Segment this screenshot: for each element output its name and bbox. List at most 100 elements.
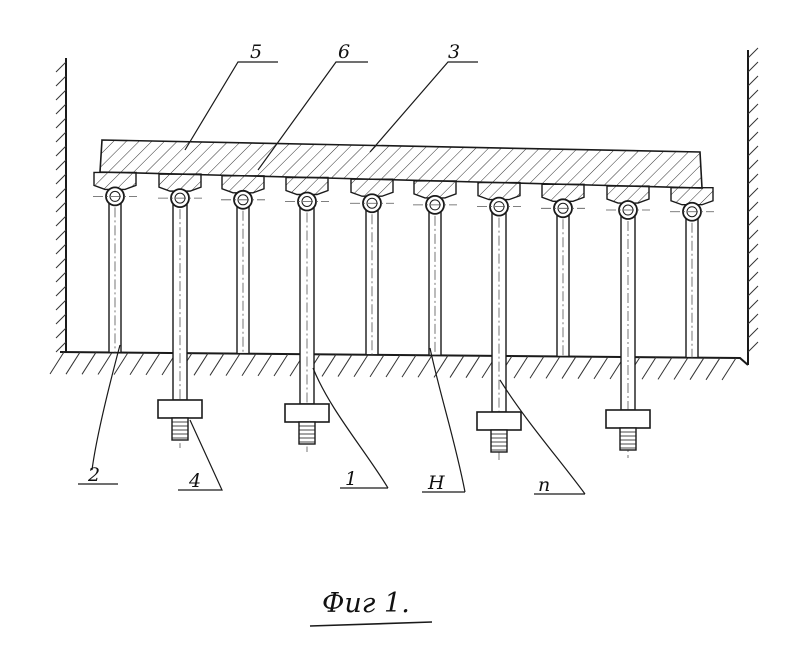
hatch-line [210,353,224,375]
nut [158,400,202,418]
hatch-line [56,160,66,170]
hatch-line [56,118,66,128]
label-beam: 3 [448,41,460,63]
long-support [285,178,329,452]
hatch-line [56,286,66,296]
hatch-line [722,358,736,380]
hatch-line [748,104,758,114]
hatch-line [748,342,758,352]
hatch-line [450,356,464,378]
hatch-line [322,354,336,376]
long-support [606,186,650,458]
hatch-line [748,300,758,310]
hatch-line [748,90,758,100]
hatch-line [642,357,656,379]
hatch-line [748,286,758,296]
hatch-line [748,216,758,226]
short-support [93,172,137,352]
label-pad: 5 [250,41,262,63]
hatch-line [546,356,560,378]
hatch-line [748,48,758,58]
hatch-line [56,342,66,352]
hatch-line [748,160,758,170]
hatch-line [56,244,66,254]
hatch-line [56,76,66,86]
short-support [541,184,585,356]
hatch-line [242,354,256,376]
hatch-line [690,358,704,380]
figure-caption: Фиг 1. [322,588,410,619]
hatch-line [114,353,128,375]
hatch-line [56,146,66,156]
left-wall [56,58,66,352]
hatch-line [56,216,66,226]
label-nut: 4 [188,470,201,492]
hatch-line [748,314,758,324]
hatch-line [748,230,758,240]
hatch-line [56,90,66,100]
hatch-line [466,356,480,378]
label-p-mark: п [538,474,550,496]
hatch-line [562,357,576,379]
threaded-end [491,430,507,452]
hatch-line [56,132,66,142]
hatch-line [748,174,758,184]
hatch-line [146,353,160,375]
long-support [477,183,521,460]
hatch-line [226,354,240,376]
short-support [670,188,714,358]
hatch-line [386,355,400,377]
label-long-rod: 1 [345,468,357,490]
hatch-line [514,356,528,378]
hatch-line [258,354,272,376]
hatch-line [56,314,66,324]
hatch-line [402,355,416,377]
hatch-line [354,355,368,377]
hatch-line [50,352,64,374]
caption-underline [310,622,432,626]
long-support [158,174,202,448]
hatch-line [56,258,66,268]
hatch-line [594,357,608,379]
threaded-end [620,428,636,450]
hatch-line [56,328,66,338]
hatch-line [418,355,432,377]
hatch-line [194,353,208,375]
threaded-end [172,418,188,440]
nut [606,410,650,428]
hatch-line [748,146,758,156]
hatch-line [130,353,144,375]
hatch-line [82,352,96,374]
hatch-line [578,357,592,379]
right-wall [748,48,758,365]
nut [285,404,329,422]
hatch-line [56,174,66,184]
hatch-line [658,357,672,379]
hatch-line [748,62,758,72]
hatch-line [748,188,758,198]
short-support [350,179,394,355]
short-support [221,176,265,354]
hatch-line [748,272,758,282]
hatch-line [370,355,384,377]
hatch-line [98,352,112,374]
hatch-line [748,76,758,86]
hatch-line [56,202,66,212]
short-support [413,181,457,355]
hatch-line [748,328,758,338]
nut [477,412,521,430]
hatch-line [56,188,66,198]
hatch-line [706,358,720,380]
hatch-line [56,272,66,282]
hatch-line [674,358,688,380]
label-short-rod: 2 [87,464,100,486]
hatch-line [338,355,352,377]
hatch-line [56,230,66,240]
hatch-line [748,244,758,254]
threaded-end [299,422,315,444]
floor [50,352,748,380]
hatch-line [56,300,66,310]
hatch-line [56,104,66,114]
hatch-line [748,258,758,268]
